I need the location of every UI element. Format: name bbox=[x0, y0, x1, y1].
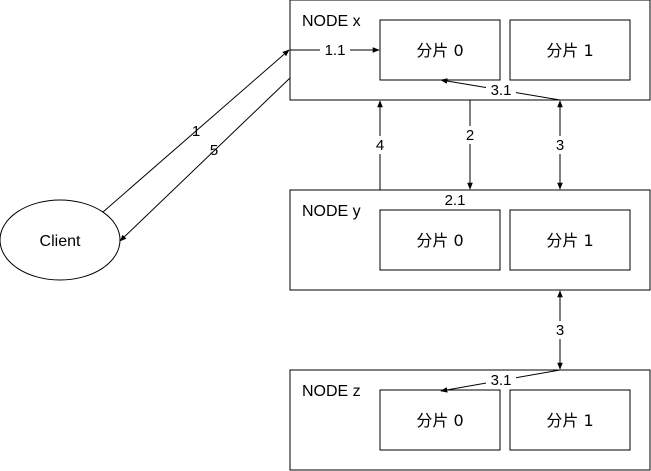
edge-label-node-x-node-y-replica: 3 bbox=[556, 137, 564, 154]
edge-label-node-x-to-node-y: 2 bbox=[466, 127, 474, 144]
edge-label-bg-3-1-x bbox=[486, 81, 516, 99]
node-y-shard-0-label: 分片 0 bbox=[416, 231, 463, 250]
node-y-shard-0 bbox=[379, 209, 501, 271]
edge-label-node-x-replica-to-shard-0: 3.1 bbox=[491, 82, 512, 99]
edge-label-node-z-replica-to-shard-0: 3.1 bbox=[491, 372, 512, 389]
edge-label-node-y-node-z-replica: 3 bbox=[556, 322, 564, 339]
node-y-label: NODE y bbox=[302, 203, 361, 220]
edge-label-bg-4 bbox=[372, 136, 388, 154]
node-z-shard-1-label: 分片 1 bbox=[546, 411, 593, 430]
edge-label-bg-2-1 bbox=[440, 191, 470, 209]
node-z-shard-1 bbox=[509, 389, 631, 451]
edge-label-node-x-to-client: 5 bbox=[210, 142, 218, 159]
node-x-shard-0 bbox=[379, 19, 501, 81]
node-x-shard-1-label: 分片 1 bbox=[546, 41, 593, 60]
edge-label-bg-3-yz bbox=[552, 321, 568, 339]
node-z-label: NODE z bbox=[302, 383, 361, 400]
edge-client-to-node-x bbox=[102, 49, 290, 213]
edge-label-bg-3-xy bbox=[552, 136, 568, 154]
node-z-shard-0-label: 分片 0 bbox=[416, 411, 463, 430]
node-x-shard-1 bbox=[509, 19, 631, 81]
node-y-shard-1-label: 分片 1 bbox=[546, 231, 593, 250]
node-z: NODE z 分片 0 分片 1 bbox=[289, 369, 651, 471]
edge-label-bg-3-1-z bbox=[486, 371, 516, 389]
edge-label-client-to-node-x: 1 bbox=[192, 123, 200, 140]
edge-label-bg-2 bbox=[462, 126, 478, 144]
edge-label-node-y-to-node-x: 4 bbox=[376, 137, 384, 154]
edge-label-bg-1-1 bbox=[320, 41, 350, 59]
node-x-label: NODE x bbox=[302, 13, 361, 30]
edge-label-node-y-to-shard-0: 2.1 bbox=[445, 192, 466, 209]
client: Client bbox=[0, 199, 121, 281]
node-y-shard-1 bbox=[509, 209, 631, 271]
node-x-shard-0-label: 分片 0 bbox=[416, 41, 463, 60]
edge-label-node-x-to-shard-0: 1.1 bbox=[325, 42, 346, 59]
node-z-shard-0 bbox=[379, 389, 501, 451]
edge-node-x-to-client bbox=[119, 77, 291, 242]
client-label: Client bbox=[40, 233, 81, 250]
